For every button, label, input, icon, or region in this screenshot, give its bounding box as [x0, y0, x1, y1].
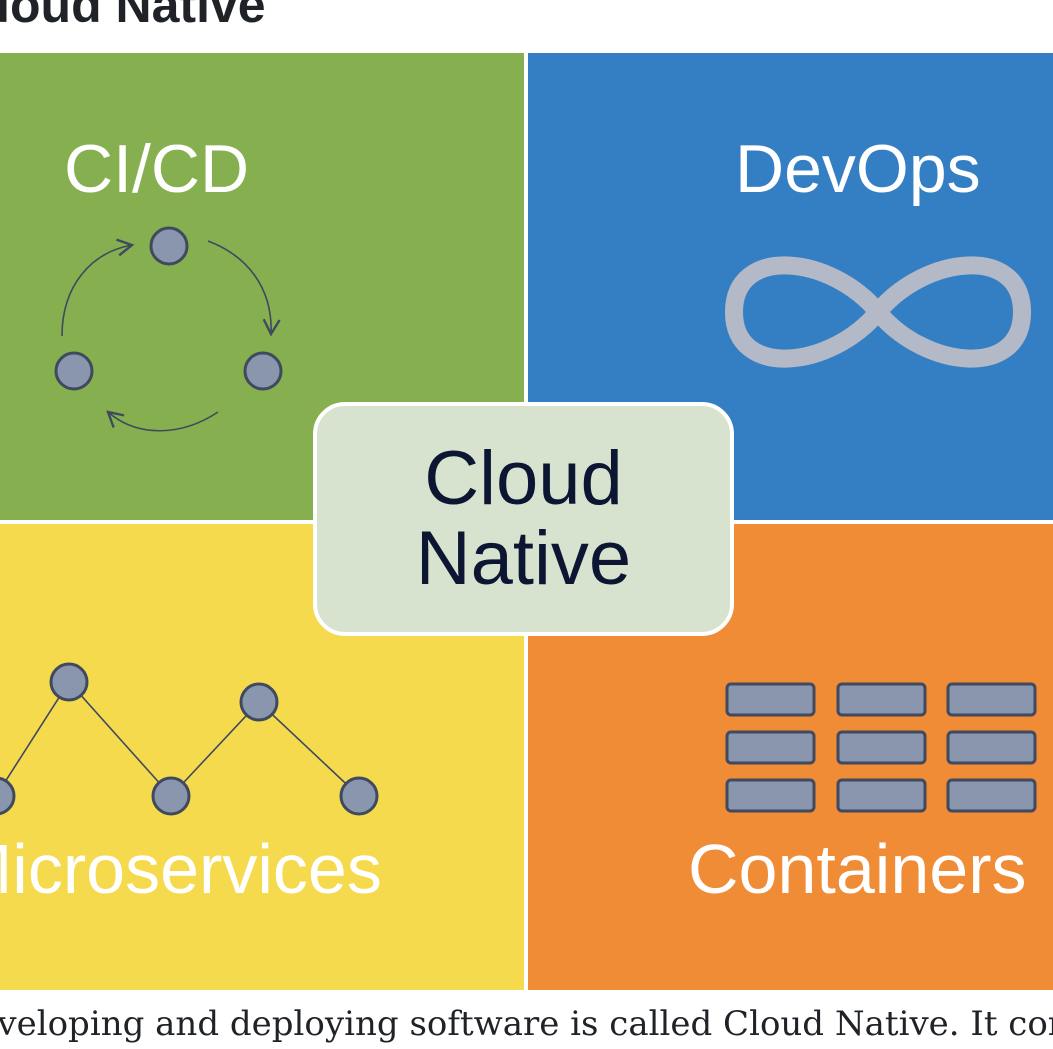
microservices-label: Microservices [0, 830, 382, 908]
page-heading: Cloud Native [0, 0, 266, 33]
containers-label: Containers [688, 830, 1027, 908]
cloud-native-center-box: Cloud Native [313, 402, 734, 636]
cicd-label: CI/CD [64, 131, 250, 207]
container-grid-icon [725, 682, 1037, 813]
devops-label: DevOps [735, 131, 981, 207]
infinity-icon [725, 256, 1031, 368]
center-title-line-2: Native [415, 516, 632, 601]
cycle-icon [54, 226, 283, 432]
body-text-caption: Developing and deploying software is cal… [0, 1004, 1053, 1044]
network-icon [0, 662, 379, 816]
center-title-line-1: Cloud [424, 436, 623, 521]
